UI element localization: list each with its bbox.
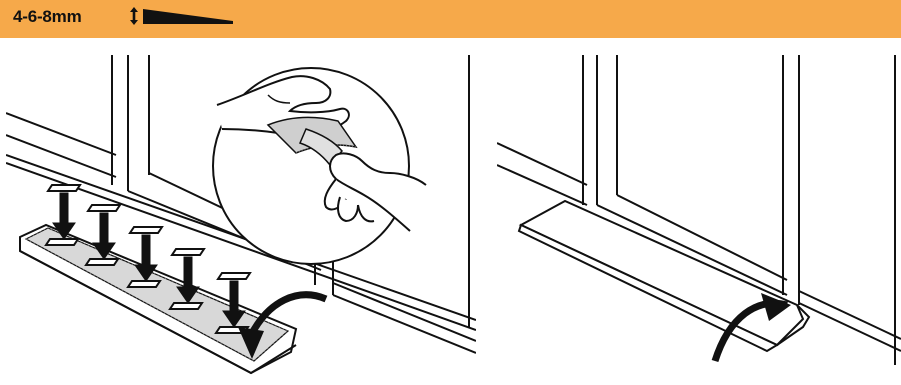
installed-wedge-strip: [519, 201, 809, 351]
header-banner: 4-6-8mm: [0, 0, 901, 38]
peel-backing-detail: [213, 68, 426, 264]
left-illustration: [6, 55, 476, 385]
wedge-profile-icon: [143, 9, 235, 25]
up-down-arrow-icon: [129, 6, 139, 26]
right-illustration: [497, 55, 901, 385]
thickness-label: 4-6-8mm: [13, 7, 82, 27]
right-illustration-panel: [497, 55, 901, 385]
left-illustration-panel: [6, 55, 476, 385]
